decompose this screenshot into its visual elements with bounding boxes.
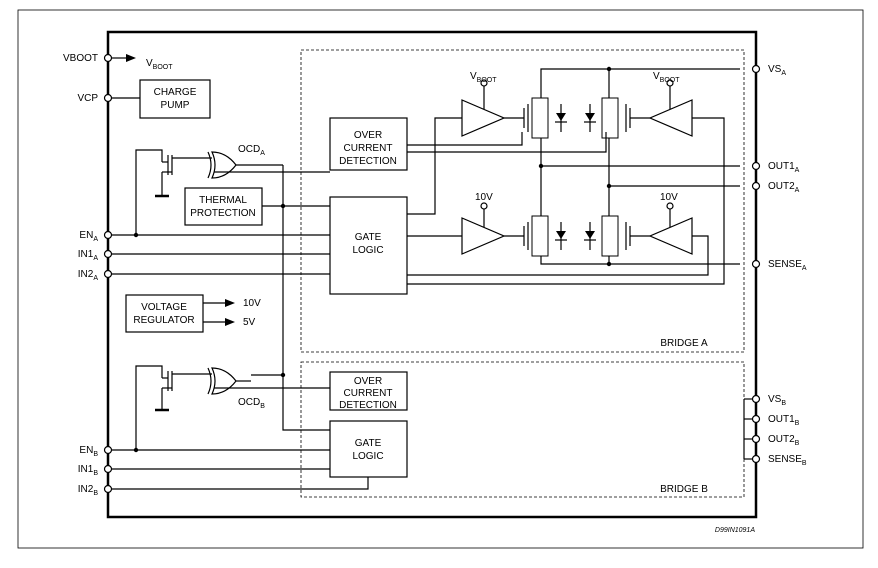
svg-text:GATE: GATE <box>355 438 382 449</box>
ten-v-right-label: 10V <box>660 192 678 203</box>
svg-text:CURRENT: CURRENT <box>344 143 393 154</box>
pin-out2-a <box>751 181 761 191</box>
reg-10v-label: 10V <box>243 298 261 309</box>
figure-code: D99IN1091A <box>715 527 755 534</box>
gate-logic-b-block <box>329 420 408 478</box>
regulator-line1: VOLTAGE <box>141 302 187 313</box>
reg-5v-label: 5V <box>243 317 256 328</box>
svg-text:GATE: GATE <box>355 232 382 243</box>
svg-text:LOGIC: LOGIC <box>352 451 383 462</box>
pin-label-sense-b: SENSEB <box>768 454 807 467</box>
ocd-b-block <box>329 371 408 411</box>
pin-in1-b <box>103 464 113 474</box>
charge-pump-block <box>139 79 211 119</box>
pin-en-a <box>103 230 113 240</box>
pin-label-en-b: ENB <box>79 445 98 458</box>
svg-text:OVER: OVER <box>354 376 382 387</box>
vboot-a-left-label: VBOOT <box>470 71 497 84</box>
pin-label-vs-b: VSB <box>768 394 786 407</box>
buffer-icon <box>648 217 693 255</box>
pin-label-sense-a: SENSEA <box>768 259 807 272</box>
mosfet-low-left <box>523 215 567 257</box>
mosfet-high-left <box>523 97 567 139</box>
vboot-a-right-label: VBOOT <box>653 71 680 84</box>
buffer-icon <box>461 217 506 255</box>
pin-vs-b <box>751 394 761 404</box>
pin-in2-b <box>103 484 113 494</box>
bridge-b-label: BRIDGE B <box>660 484 708 495</box>
regulator-line2: REGULATOR <box>133 315 194 326</box>
pin-label-in2-a: IN2A <box>78 269 99 282</box>
pin-label-in2-b: IN2B <box>78 484 99 497</box>
thermal-line2: PROTECTION <box>190 208 256 219</box>
svg-text:OVER: OVER <box>354 130 382 141</box>
thermal-protection-block <box>184 187 263 226</box>
pin-in1-a <box>103 249 113 259</box>
pin-vcp <box>103 93 113 103</box>
pin-sense-b <box>751 454 761 464</box>
ocd-a-label: OCDA <box>238 144 265 157</box>
vboot-out-label: VBOOT <box>146 58 173 71</box>
svg-text:LOGIC: LOGIC <box>352 245 383 256</box>
pin-sense-a <box>751 259 761 269</box>
charge-pump-line2: PUMP <box>161 100 190 111</box>
bridge-a-region <box>300 49 745 353</box>
pin-label-in1-a: IN1A <box>78 249 99 262</box>
pin-out1-b <box>751 414 761 424</box>
pin-out1-a <box>751 161 761 171</box>
pin-label-vcp: VCP <box>77 93 98 104</box>
pin-label-out2-a: OUT2A <box>768 181 800 194</box>
voltage-regulator-block <box>125 294 204 333</box>
mosfet-high-right <box>584 97 631 139</box>
pin-label-out1-b: OUT1B <box>768 414 800 427</box>
ocd-b-label: OCDB <box>238 397 265 410</box>
thermal-line1: THERMAL <box>199 195 247 206</box>
pin-vboot <box>103 53 113 63</box>
buffer-icon <box>461 99 506 137</box>
arrow-icon <box>126 54 136 62</box>
pin-out2-b <box>751 434 761 444</box>
pin-vs-a <box>751 64 761 74</box>
charge-pump-line1: CHARGE <box>154 87 197 98</box>
ocd-a-block <box>329 117 408 171</box>
pin-in2-a <box>103 269 113 279</box>
pin-label-out2-b: OUT2B <box>768 434 800 447</box>
ten-v-left-label: 10V <box>475 192 493 203</box>
ocd-b-latch: OCDB <box>135 365 330 450</box>
buffer-icon <box>648 99 693 137</box>
svg-text:DETECTION: DETECTION <box>339 156 397 167</box>
gate-logic-a-block <box>329 196 408 295</box>
pin-en-b <box>103 445 113 455</box>
pin-label-en-a: ENA <box>79 230 98 243</box>
pin-label-out1-a: OUT1A <box>768 161 800 174</box>
svg-text:DETECTION: DETECTION <box>339 400 397 411</box>
pin-label-vboot: VBOOT <box>63 53 98 64</box>
svg-text:CURRENT: CURRENT <box>344 388 393 399</box>
pin-label-in1-b: IN1B <box>78 464 99 477</box>
pin-label-vs-a: VSA <box>768 64 786 77</box>
bridge-a-label: BRIDGE A <box>660 338 708 349</box>
mosfet-low-right <box>584 215 631 257</box>
